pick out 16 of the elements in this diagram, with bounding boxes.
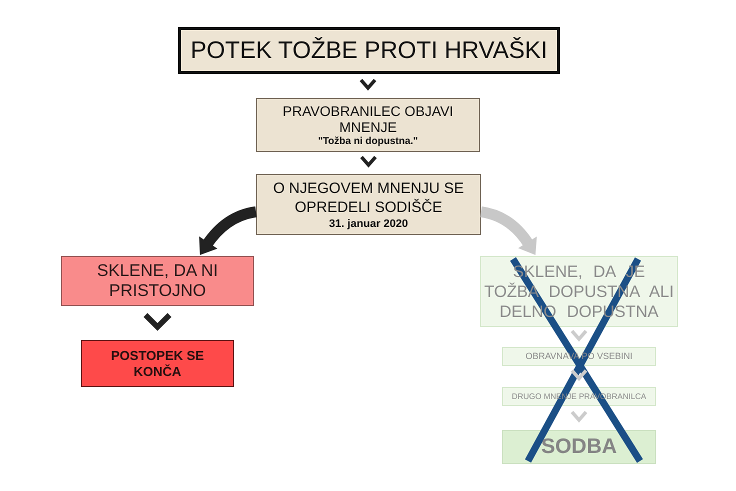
- quote-text: "Tožba ni dopustna.": [318, 134, 418, 148]
- outcome-box: [61, 256, 254, 306]
- curved-arrow: [480, 206, 537, 255]
- date-text: 31. januar 2020: [329, 216, 408, 230]
- title-text: POTEK TOŽBE PROTI HRVAŠKI: [190, 36, 548, 64]
- result-text: SODBA: [541, 435, 617, 459]
- step-text: PRAVOBRANILEC OBJAVI MNENJE: [282, 102, 454, 134]
- process-box: [256, 98, 480, 152]
- curved-arrow: [199, 206, 257, 255]
- title-box: [178, 27, 560, 74]
- result-box: [502, 430, 656, 464]
- outcome-text: SKLENE, DA NI PRISTOJNO: [96, 261, 219, 301]
- step-text: O NJEGOVEM MNENJU SE OPREDELI SODIŠČE: [272, 178, 465, 216]
- end-text: POSTOPEK SE KONČA: [110, 348, 205, 380]
- process-box: [256, 174, 481, 235]
- end-box: [81, 340, 234, 387]
